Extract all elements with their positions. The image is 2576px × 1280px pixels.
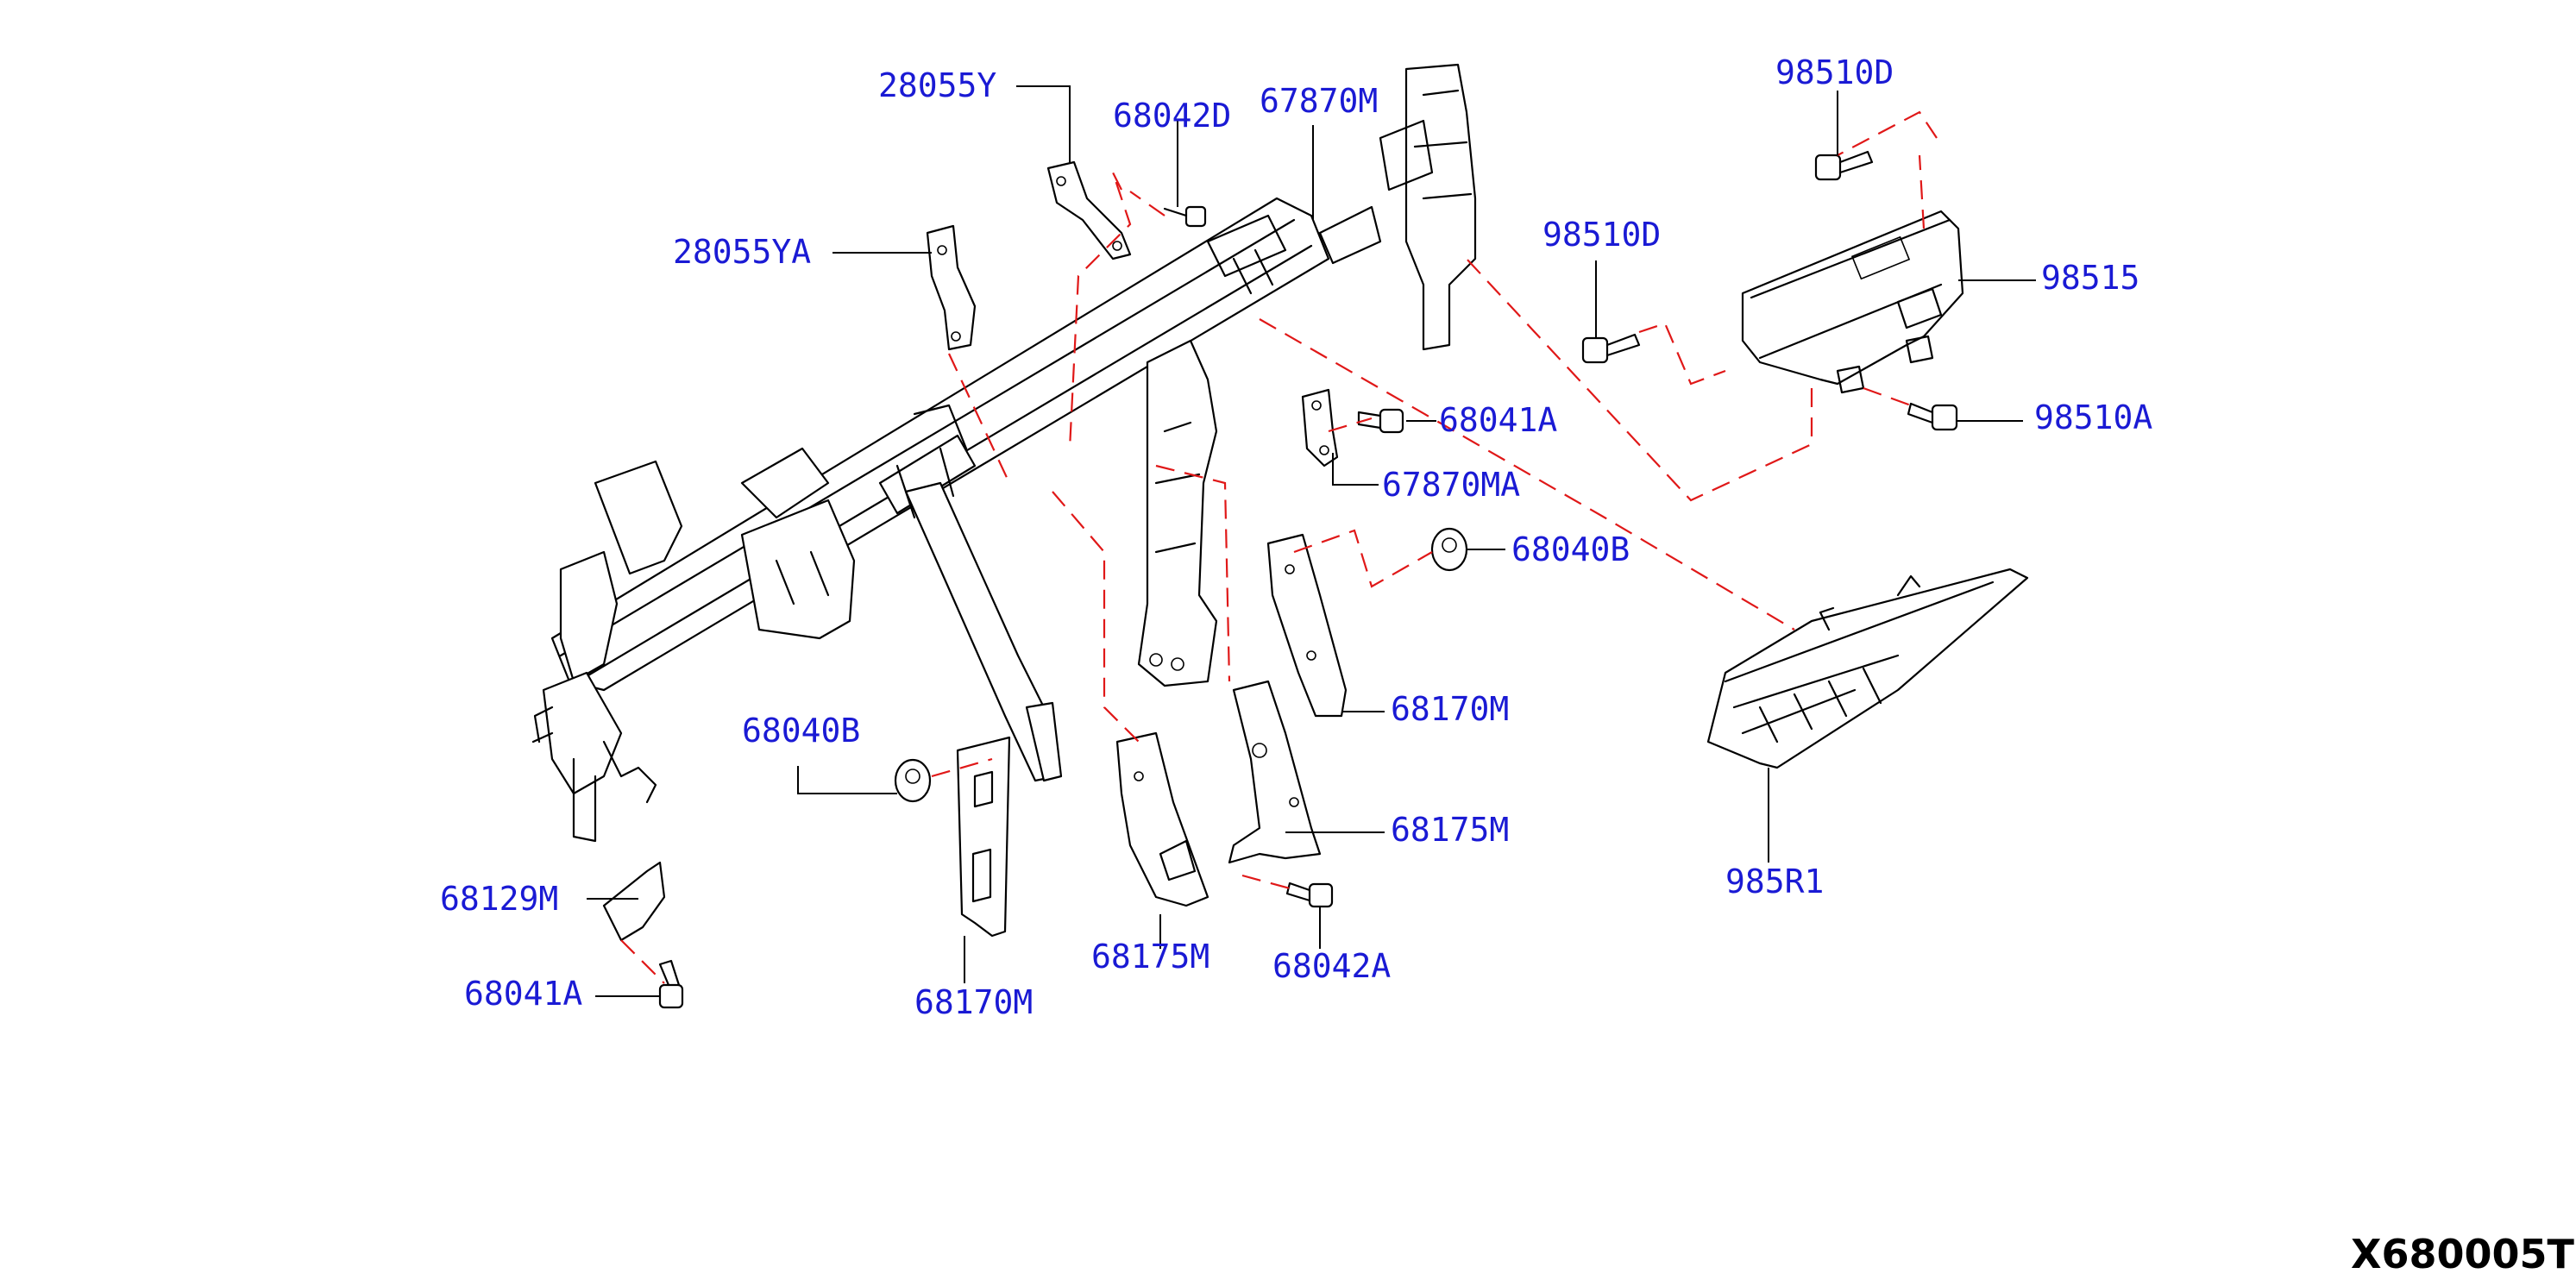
stay-68170M-left-drawing: [956, 736, 1011, 938]
grommet-68040B-right-drawing: [1430, 527, 1468, 572]
bolt-98510D-mid-drawing: [1581, 333, 1641, 364]
label-98510A: 98510A: [2034, 398, 2152, 436]
label-68042D: 68042D: [1113, 97, 1231, 135]
bolt-68041A-bottom-drawing: [658, 959, 684, 1009]
label-67870MA: 67870MA: [1382, 466, 1520, 504]
stay-68175M-right-drawing: [1228, 680, 1322, 864]
bolt-68042A-drawing: [1285, 882, 1334, 908]
label-68175M-right: 68175M: [1391, 811, 1509, 849]
airbag-module-98515-drawing: [1741, 210, 1964, 394]
label-985R1: 985R1: [1725, 863, 1824, 900]
grommet-68040B-left-drawing: [894, 758, 932, 803]
stay-68175M-left-drawing: [1115, 731, 1209, 907]
label-68170M-right: 68170M: [1391, 690, 1509, 728]
label-68129M: 68129M: [440, 880, 558, 918]
label-98510D-top: 98510D: [1775, 53, 1894, 91]
label-98515: 98515: [2041, 259, 2139, 297]
label-68041A-bottom: 68041A: [464, 975, 582, 1013]
leader-lines: [587, 85, 2036, 997]
diagram-reference-code: X680005T: [2351, 1231, 2575, 1277]
bolt-68041A-top-drawing: [1357, 408, 1404, 434]
label-98510D-mid: 98510D: [1542, 216, 1661, 254]
label-68040B-right: 68040B: [1511, 530, 1630, 568]
label-68042A: 68042A: [1272, 947, 1391, 985]
label-68040B-left: 68040B: [742, 712, 860, 750]
stay-68170M-right-drawing: [1266, 533, 1348, 718]
bolt-68042D-drawing: [1163, 205, 1207, 228]
bolt-98510D-top-drawing: [1814, 150, 1874, 181]
label-68170M-left: 68170M: [914, 983, 1033, 1021]
bracket-67870MA-drawing: [1301, 388, 1339, 467]
label-68175M-left: 68175M: [1091, 938, 1209, 976]
bracket-28055Y-drawing: [1046, 160, 1132, 260]
label-68041A-top: 68041A: [1439, 401, 1557, 439]
lid-985R1-drawing: [1706, 568, 2029, 769]
bracket-28055YA-drawing: [926, 224, 977, 351]
label-28055Y: 28055Y: [878, 66, 996, 104]
label-67870M: 67870M: [1260, 82, 1378, 120]
bracket-68129M-drawing: [602, 861, 666, 942]
cross-car-beam-drawing: [531, 63, 1477, 843]
bolt-98510A-drawing: [1907, 402, 1958, 431]
label-28055YA: 28055YA: [673, 233, 811, 271]
assembly-dashed-lines: [620, 110, 1938, 984]
